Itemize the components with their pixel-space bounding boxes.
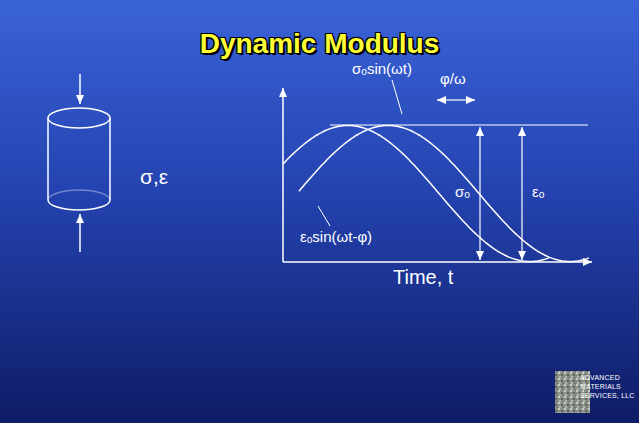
curve-label: εₒsin(ωt-φ) (300, 228, 372, 245)
variable-label: σ,ε (140, 165, 168, 189)
amplitude-arrow (521, 194, 522, 260)
amplitude-label: σₒ (455, 183, 470, 200)
slide-title: Dynamic Modulus (0, 28, 639, 60)
load-arrow (79, 74, 81, 104)
amplitude-arrow (479, 127, 480, 194)
stress-curve (283, 126, 549, 262)
leader-line (392, 80, 402, 114)
load-arrow (79, 214, 81, 252)
peak-line (330, 124, 588, 125)
logo-text: ADVANCED MATERIALS SERVICES, LLC (580, 373, 636, 400)
amplitude-label: εₒ (532, 183, 544, 200)
axis-label: Time, t (393, 266, 453, 289)
x-axis (283, 261, 592, 263)
specimen-cylinder (48, 108, 110, 210)
y-axis (282, 88, 284, 262)
lag-arrow (455, 99, 475, 100)
strain-curve (299, 126, 589, 262)
amplitude-arrow (479, 194, 480, 260)
lag-label: φ/ω (440, 70, 466, 87)
amplitude-arrow (521, 127, 522, 194)
lag-arrow (437, 99, 455, 100)
curve-label: σₒsin(ωt) (352, 60, 412, 77)
leader-line (318, 206, 330, 226)
